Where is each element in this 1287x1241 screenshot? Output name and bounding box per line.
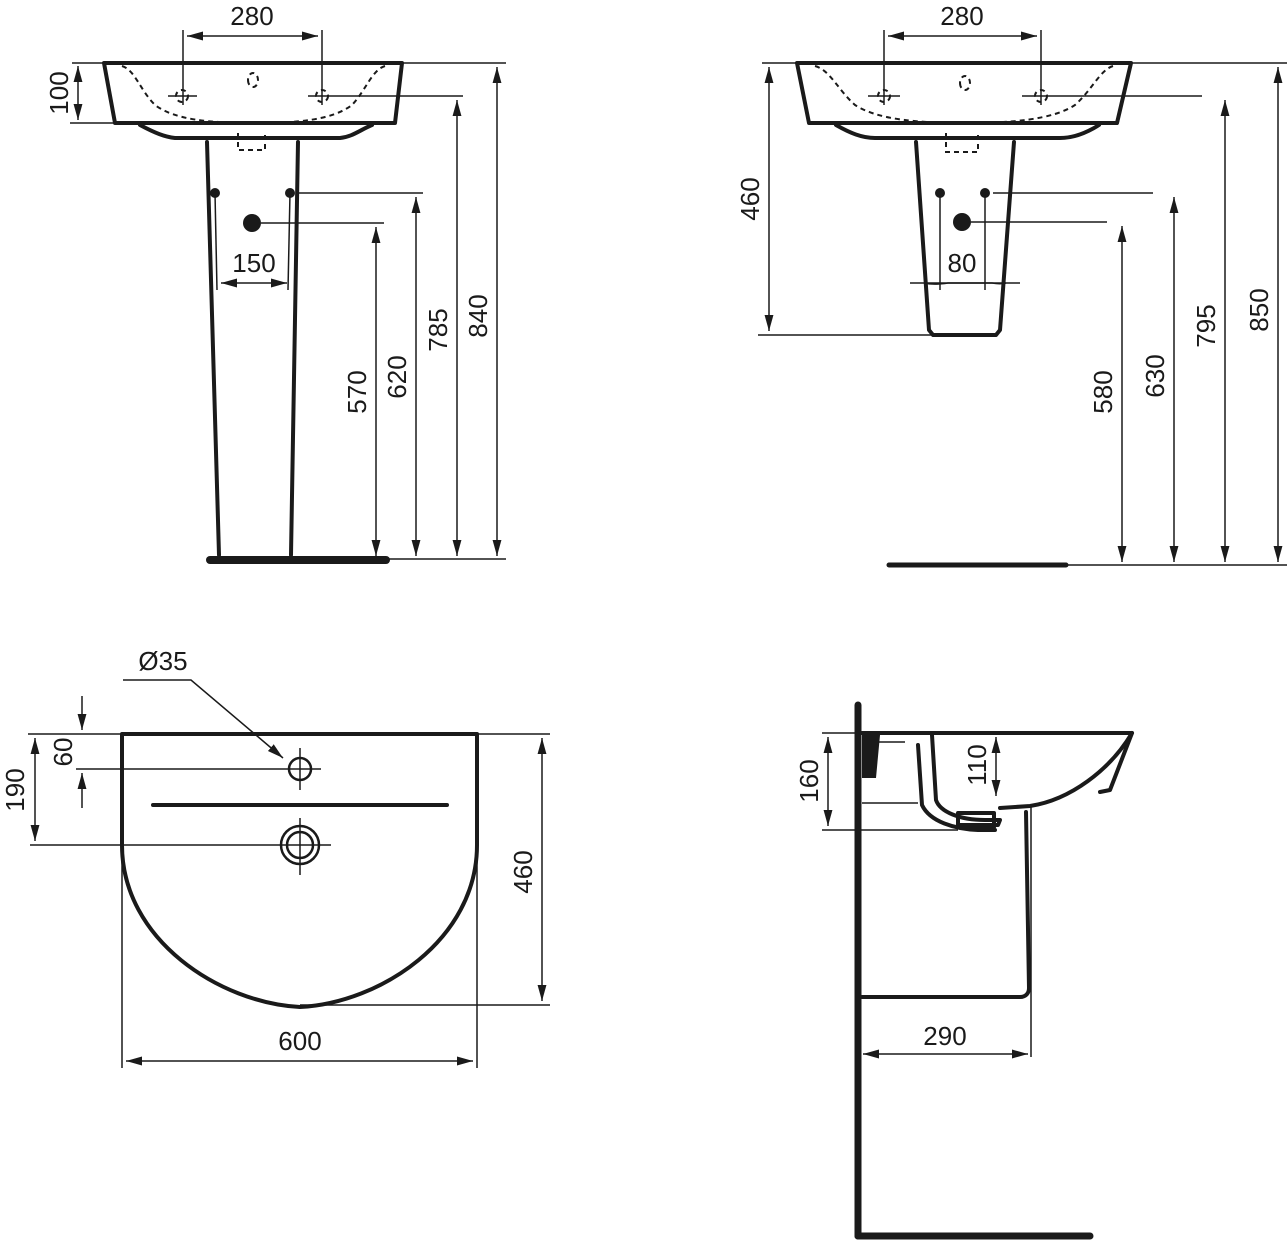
dim-tap-hole-diameter: Ø35 (138, 646, 187, 676)
dim-supply-height: 630 (1140, 354, 1170, 397)
dim-tap-spacing: 280 (230, 1, 273, 31)
dim-semipedestal-height: 460 (735, 177, 765, 220)
basin-top-outline (120, 732, 479, 1009)
semipedestal (914, 140, 1016, 337)
dim-supply-height: 620 (382, 355, 412, 398)
view-side: 160 110 290 (794, 701, 1134, 1240)
pedestal (205, 140, 221, 557)
dim-tap-spacing: 280 (940, 1, 983, 31)
basin-outline (795, 61, 1133, 125)
view-front-semipedestal: 80 280 460 580 630 795 850 (735, 1, 1287, 568)
dim-tap-height: 785 (423, 308, 453, 351)
dim-waste-offset: 190 (0, 768, 30, 811)
dim-tap-height: 795 (1191, 304, 1221, 347)
dim-waste-height: 580 (1088, 370, 1118, 413)
dim-total-height: 850 (1244, 288, 1274, 331)
dim-total-height: 840 (463, 294, 493, 337)
basin-outline (102, 61, 404, 125)
waste-hole (953, 213, 971, 231)
dim-basin-depth: 100 (44, 71, 74, 114)
dim-depth: 460 (508, 850, 538, 893)
dim-waste-height: 570 (342, 370, 372, 413)
dim-supply-spacing: 80 (948, 248, 977, 278)
dim-pedestal-projection: 290 (923, 1021, 966, 1051)
dim-tap-hole-offset: 60 (48, 738, 78, 767)
dim-total-depth: 160 (794, 759, 824, 802)
waste-hole (243, 214, 261, 232)
view-front-pedestal: 280 100 150 570 620 785 840 (44, 1, 506, 564)
dim-bowl-depth: 110 (962, 744, 992, 785)
view-top: Ø35 60 190 460 600 (0, 646, 550, 1068)
dim-supply-spacing: 150 (232, 248, 275, 278)
dim-width: 600 (278, 1026, 321, 1056)
